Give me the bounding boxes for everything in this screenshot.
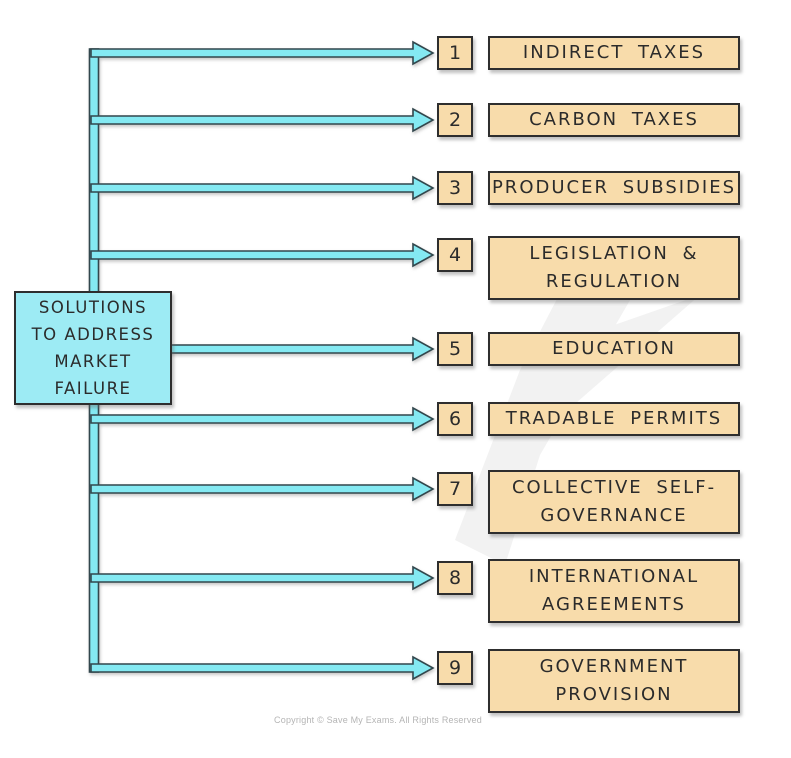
solution-label: TRADABLE PERMITS — [505, 408, 723, 429]
step-number: 6 — [448, 408, 462, 430]
solution-label: GOVERNMENT PROVISION — [539, 656, 689, 705]
solution-box-international-agreements: INTERNATIONAL AGREEMENTS — [488, 559, 740, 623]
step-number-box-4: 4 — [437, 238, 473, 272]
flow-arrow-6 — [90, 406, 435, 432]
flow-arrow-8 — [90, 565, 435, 591]
solution-label: CARBON TAXES — [529, 109, 699, 130]
copyright-notice: Copyright © Save My Exams. All Rights Re… — [274, 715, 482, 725]
step-number: 4 — [448, 244, 462, 266]
flow-arrow-5 — [167, 336, 435, 362]
step-number: 1 — [448, 42, 462, 64]
step-number-box-9: 9 — [437, 651, 473, 685]
step-number: 3 — [448, 177, 462, 199]
solution-box-tradable-permits: TRADABLE PERMITS — [488, 402, 740, 436]
flow-arrow-2 — [90, 107, 435, 133]
step-number-box-3: 3 — [437, 171, 473, 205]
step-number-box-7: 7 — [437, 472, 473, 506]
solution-label: PRODUCER SUBSIDIES — [491, 177, 737, 198]
solution-label: LEGISLATION & REGULATION — [529, 243, 699, 292]
solution-box-legislation-regulation: LEGISLATION & REGULATION — [488, 236, 740, 300]
solution-label: INTERNATIONAL AGREEMENTS — [528, 566, 700, 615]
solution-box-government-provision: GOVERNMENT PROVISION — [488, 649, 740, 713]
step-number-box-2: 2 — [437, 103, 473, 137]
flow-arrow-4 — [90, 242, 435, 268]
root-node-solutions: SOLUTIONS TO ADDRESS MARKET FAILURE — [14, 291, 172, 405]
step-number-box-1: 1 — [437, 36, 473, 70]
solution-box-producer-subsidies: PRODUCER SUBSIDIES — [488, 171, 740, 205]
solution-label: EDUCATION — [552, 338, 676, 359]
step-number: 8 — [448, 567, 462, 589]
solution-label: INDIRECT TAXES — [522, 42, 706, 63]
step-number: 9 — [448, 657, 462, 679]
flow-arrow-3 — [90, 175, 435, 201]
step-number-box-6: 6 — [437, 402, 473, 436]
step-number-box-5: 5 — [437, 332, 473, 366]
solution-box-indirect-taxes: INDIRECT TAXES — [488, 36, 740, 70]
flow-arrow-7 — [90, 476, 435, 502]
step-number: 5 — [448, 338, 462, 360]
root-node-label: SOLUTIONS TO ADDRESS MARKET FAILURE — [31, 298, 155, 398]
solution-label: COLLECTIVE SELF- GOVERNANCE — [511, 477, 717, 526]
flow-arrow-1 — [90, 40, 435, 66]
step-number: 7 — [448, 478, 462, 500]
solution-box-carbon-taxes: CARBON TAXES — [488, 103, 740, 137]
step-number-box-8: 8 — [437, 561, 473, 595]
flow-arrow-9 — [90, 655, 435, 681]
solution-box-collective-self-governance: COLLECTIVE SELF- GOVERNANCE — [488, 470, 740, 534]
solution-box-education: EDUCATION — [488, 332, 740, 366]
step-number: 2 — [448, 109, 462, 131]
